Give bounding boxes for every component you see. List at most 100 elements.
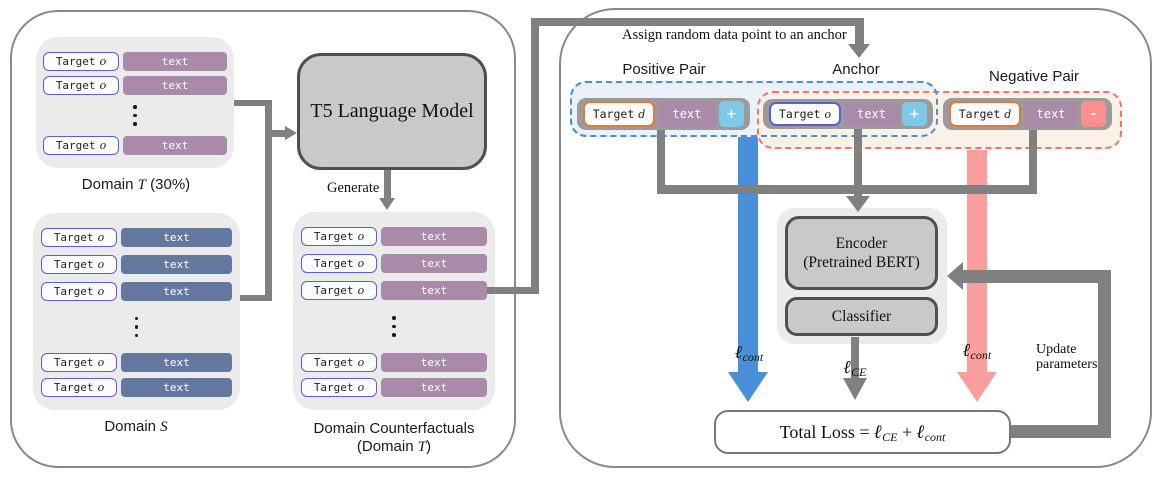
ell-subscript: cont: [742, 350, 764, 364]
contrastive-loss-bar-negative: [967, 150, 987, 373]
connector-update-bottom: [1010, 425, 1111, 438]
caption-text: Domain Counterfactuals: [313, 420, 475, 437]
encoder-label: Encoder: [835, 235, 888, 252]
target-label: Target: [313, 356, 354, 369]
positive-pair-title: Positive Pair: [594, 61, 734, 79]
t5-label: T5 Language Model: [310, 100, 474, 122]
classifier-box: Classifier: [785, 297, 938, 336]
assign-text: Assign random data point to an anchor: [622, 27, 847, 43]
connector-riser: [531, 18, 539, 294]
connector-negative-down: [1029, 130, 1037, 190]
vertical-ellipsis-icon: [301, 300, 487, 353]
connector-domain-t-out: [234, 100, 268, 106]
title-text: Negative Pair: [988, 68, 1080, 85]
positive-sign-badge: +: [719, 101, 744, 127]
target-var: o: [97, 231, 105, 244]
text-chip: text: [381, 281, 487, 300]
text-chip: text: [381, 353, 487, 372]
t5-language-model-box: T5 Language Model: [297, 53, 487, 170]
negative-sign-badge: -: [1081, 101, 1106, 127]
text-chip: text: [121, 228, 232, 247]
update-line2: parameters: [1036, 357, 1098, 372]
arrowhead-generate-icon: [379, 198, 395, 210]
caption-text: (Domain: [356, 438, 418, 455]
caption-text: (30%): [146, 176, 191, 193]
anchor-title: Anchor: [796, 61, 916, 79]
target-label: Target: [53, 258, 94, 271]
target-label: Target: [55, 55, 96, 68]
connector-update-top: [962, 270, 1098, 283]
text-chip: text: [123, 76, 227, 95]
target-var: o: [357, 230, 365, 243]
target-var: o: [824, 107, 832, 121]
arrowhead-blue-loss-icon: [728, 372, 768, 402]
target-label: Target: [53, 285, 94, 298]
arrowhead-into-t5-icon: [285, 126, 297, 140]
connector-cf-out: [487, 287, 537, 294]
domain-t-caption: Domain T (30%): [38, 176, 234, 194]
ell-subscript: CE: [851, 365, 867, 379]
connector-top-horizontal: [531, 18, 864, 26]
arrowhead-assign-icon: [848, 44, 870, 58]
counterfactuals-caption: Domain Counterfactuals (Domain T): [292, 420, 496, 456]
connector-ce-down: [851, 337, 859, 380]
target-label: Target: [313, 284, 354, 297]
arrowhead-update-icon: [947, 262, 963, 290]
title-text: Anchor: [832, 61, 880, 78]
classifier-label: Classifier: [831, 307, 892, 325]
ell-glyph: ℓ: [843, 357, 852, 378]
target-var: d: [638, 107, 646, 121]
total-loss-plus: +: [897, 421, 917, 442]
negative-pair-title: Negative Pair: [964, 68, 1104, 86]
total-loss-text: Total Loss = ℓCE + ℓcont: [780, 421, 946, 444]
text-chip: text: [121, 353, 232, 372]
contrastive-loss-bar-positive: [738, 136, 758, 373]
target-var: d: [1004, 107, 1012, 121]
text-chip: text: [121, 282, 232, 301]
text-chip: text: [381, 254, 487, 273]
target-label: Target: [958, 107, 1001, 121]
target-label: Target: [313, 381, 354, 394]
total-loss-pre: Total Loss =: [779, 421, 874, 442]
text-chip: text: [844, 102, 899, 126]
target-var: o: [99, 79, 107, 92]
caption-text: Domain: [81, 176, 138, 193]
connector-update-vertical: [1098, 270, 1111, 438]
caption-text: ): [426, 438, 432, 455]
text-chip: text: [658, 101, 716, 127]
target-label: Target: [53, 381, 94, 394]
text-chip: text: [121, 255, 232, 274]
connector-generate: [384, 170, 391, 200]
title-text: Positive Pair: [622, 61, 706, 78]
target-var: o: [357, 257, 365, 270]
text-chip: text: [1024, 101, 1078, 127]
target-var: o: [99, 139, 107, 152]
ell-glyph: ℓ: [916, 420, 925, 443]
target-label: Target: [55, 139, 96, 152]
target-label: Target: [313, 257, 354, 270]
ell-subscript: cont: [924, 429, 946, 444]
generate-text: Generate: [327, 180, 380, 196]
caption-var: S: [160, 419, 168, 435]
